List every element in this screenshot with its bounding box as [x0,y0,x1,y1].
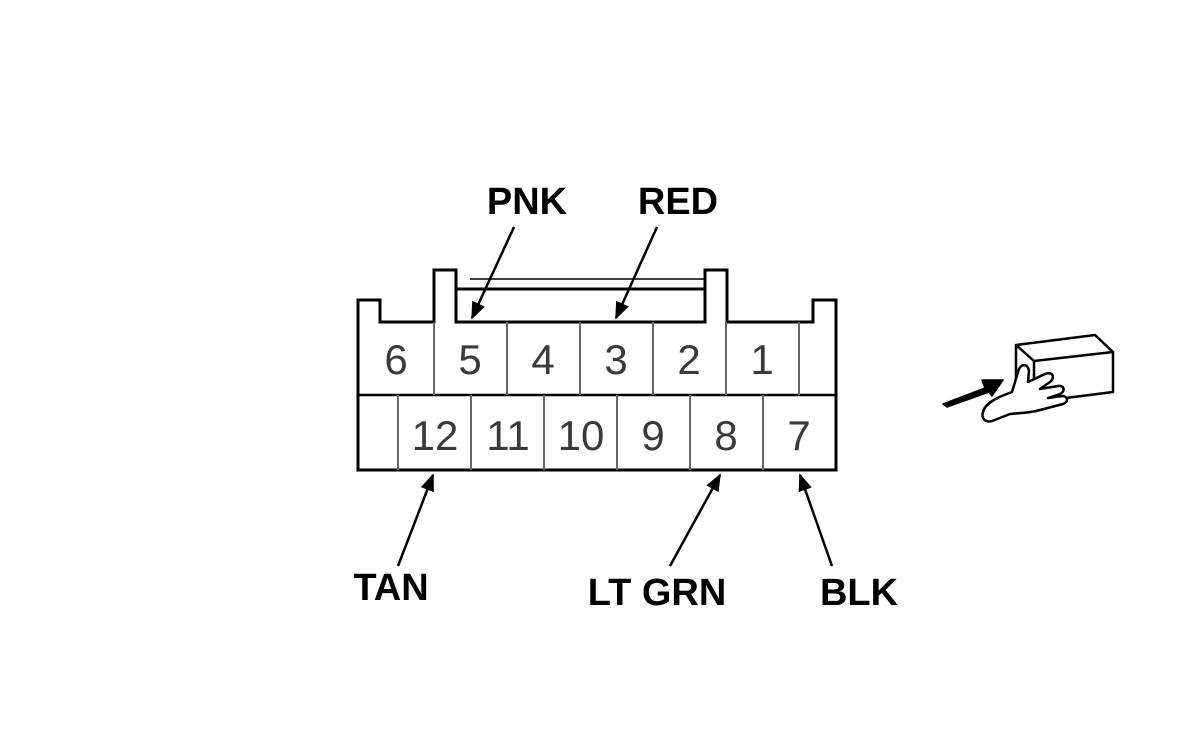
pin-10-label: 10 [558,412,605,459]
pin-7-label: 7 [787,412,810,459]
top-row-pins: 6 5 4 3 2 1 [384,336,773,383]
arrow-lt-grn [668,473,722,567]
pin-5-label: 5 [458,336,481,383]
bottom-row-pins: 12 11 10 9 8 7 [412,412,811,459]
pin-12-label: 12 [412,412,459,459]
arrow-tan [396,473,435,567]
arrow-pnk [470,226,516,320]
pin-1-label: 1 [750,336,773,383]
wire-label-pnk: PNK [487,181,568,223]
arrow-red [614,226,659,320]
pin-2-label: 2 [677,336,700,383]
pin-11-label: 11 [486,412,530,459]
wire-label-tan: TAN [353,567,428,609]
leader-arrows [396,226,834,567]
pin-3-label: 3 [604,336,627,383]
wire-label-red: RED [638,181,718,223]
pin-8-label: 8 [714,412,737,459]
wire-label-blk: BLK [820,572,899,614]
pin-9-label: 9 [641,412,664,459]
connector-housing [356,268,838,472]
wire-labels: PNK RED TAN LT GRN BLK [353,181,898,614]
arrow-blk [798,473,834,567]
pin-6-label: 6 [384,336,407,383]
pin-4-label: 4 [531,336,554,383]
hand-pushing-connector-icon [942,333,1115,423]
wire-label-lt-grn: LT GRN [588,572,727,614]
